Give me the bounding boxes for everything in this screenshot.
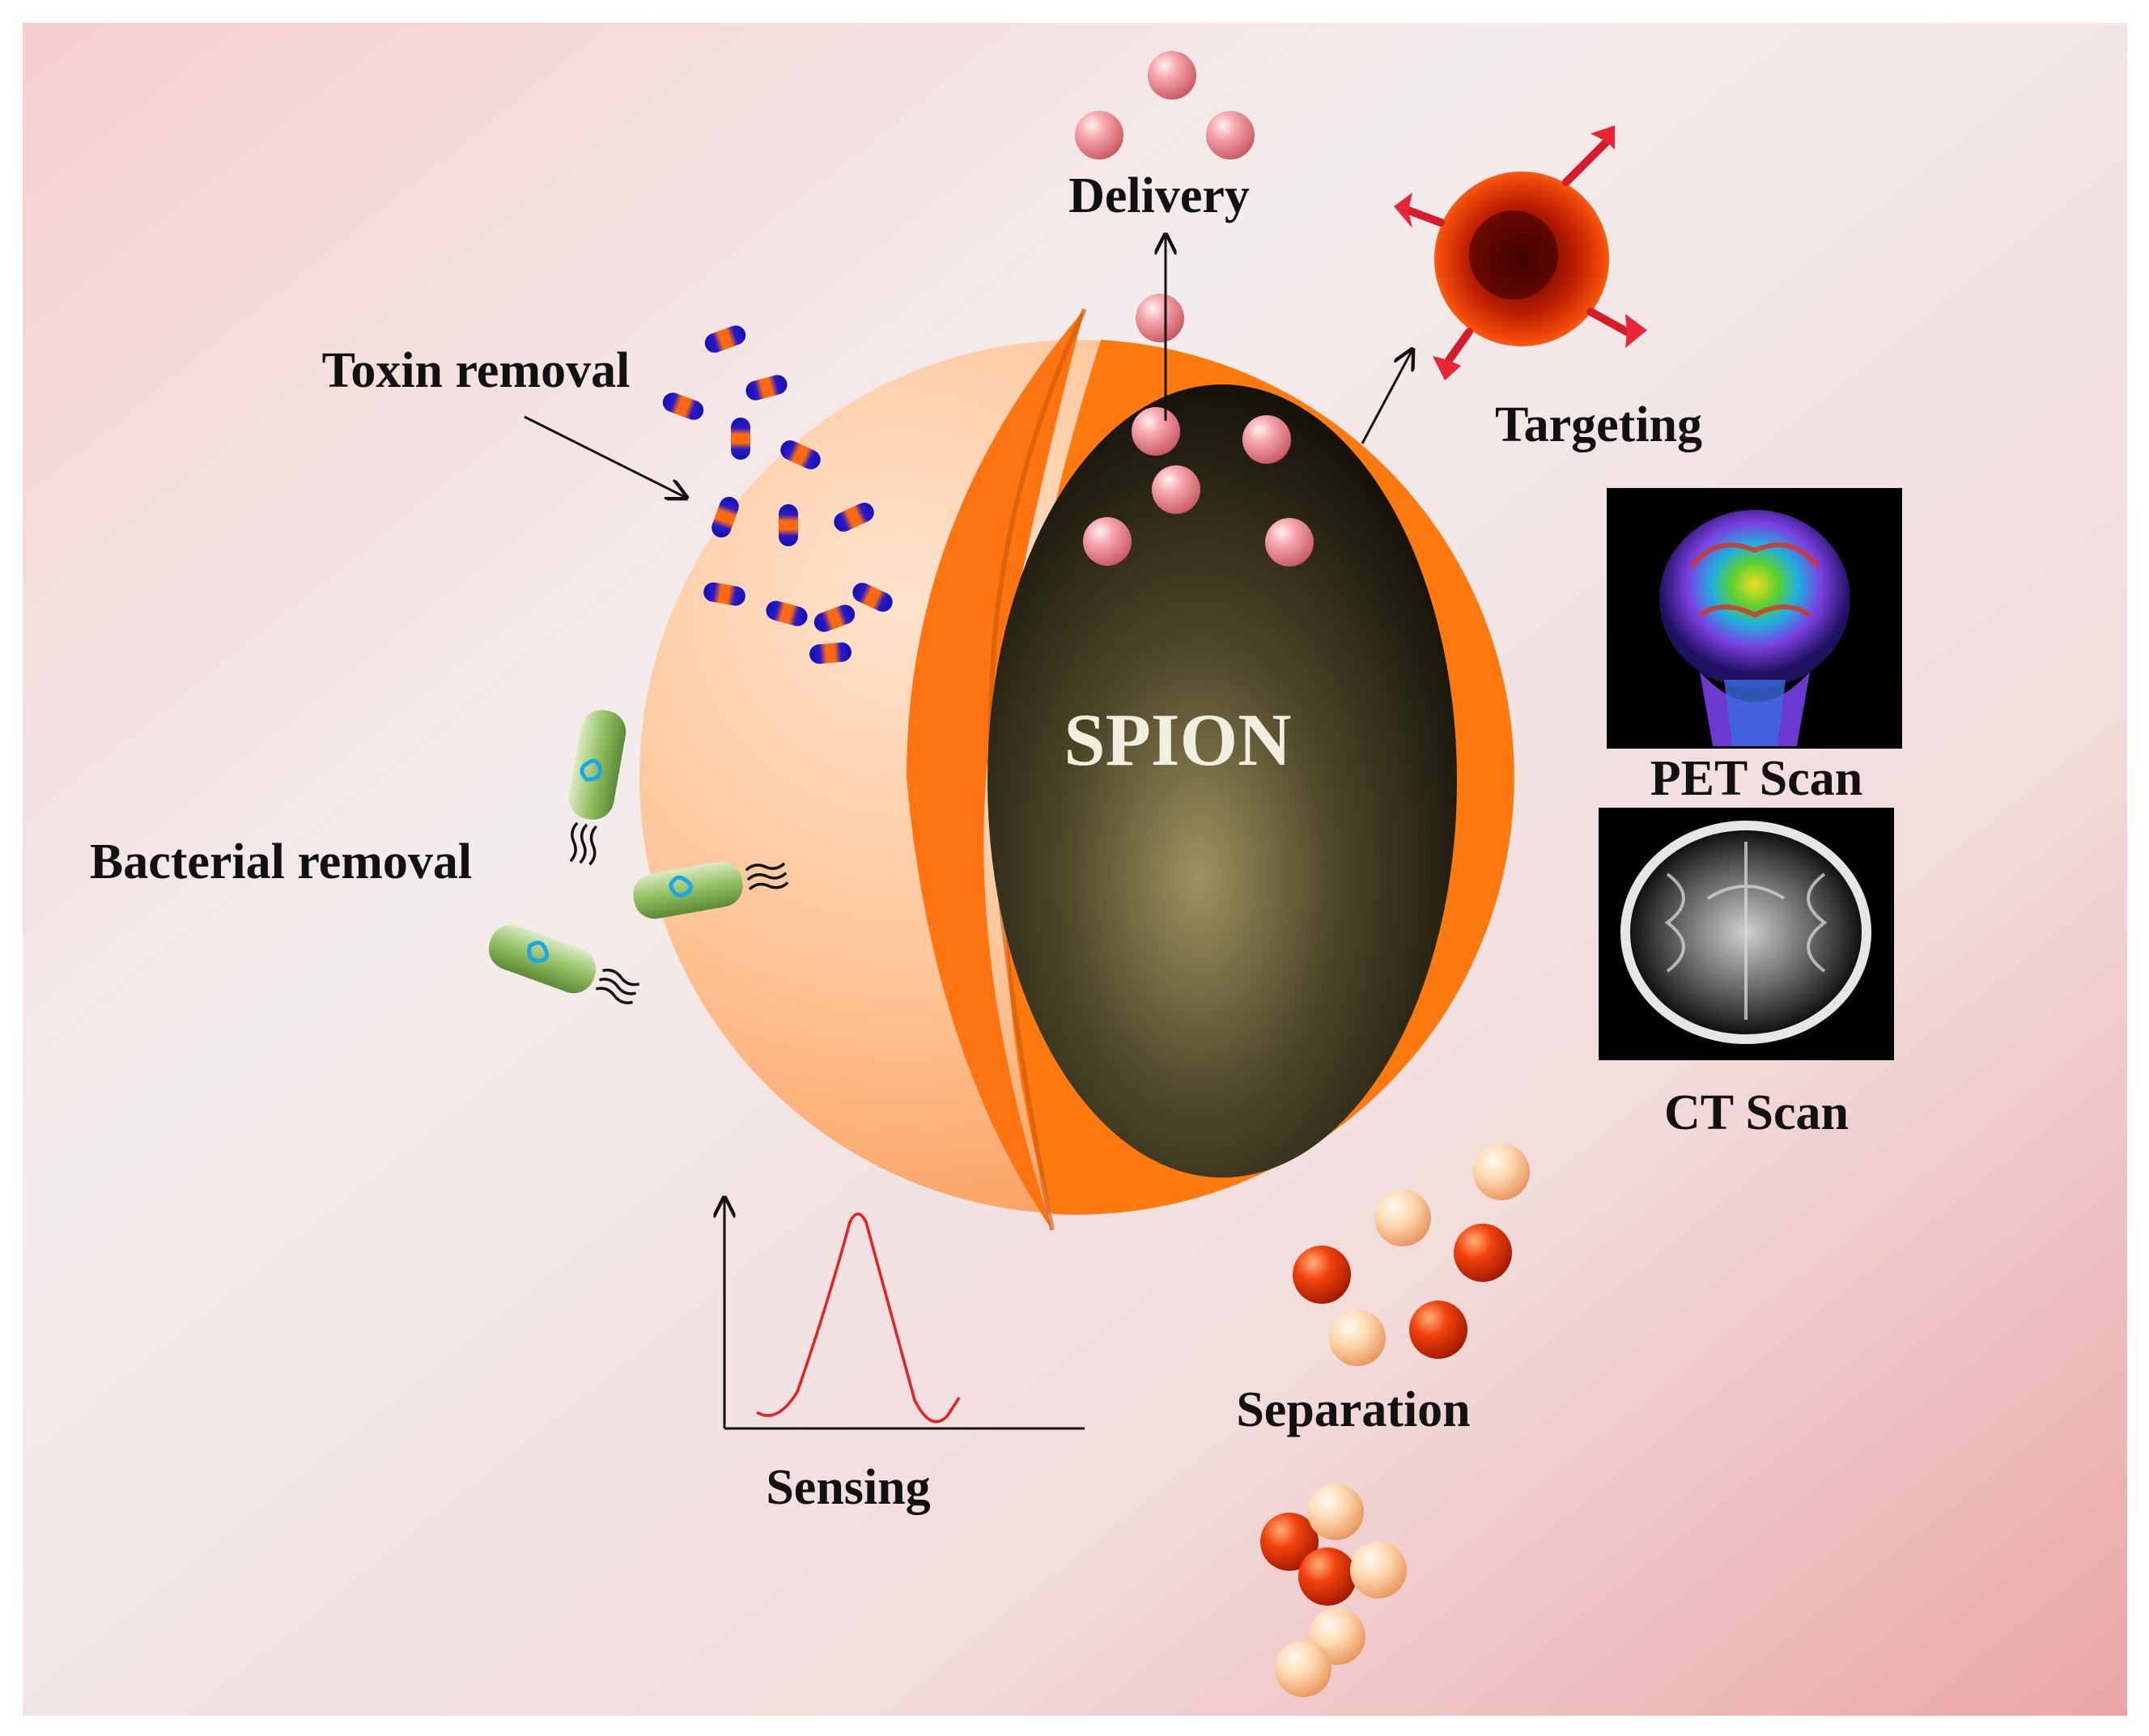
bacterial-removal-label: Bacterial removal bbox=[90, 834, 472, 889]
magnetic-particle-icon bbox=[1307, 1483, 1364, 1540]
shell-rim bbox=[907, 309, 1085, 1230]
magnetic-particle-icon bbox=[1298, 1547, 1357, 1606]
magnetic-particle-icon bbox=[1473, 1144, 1530, 1200]
delivery-label: Delivery bbox=[1068, 168, 1250, 223]
tumor-cell-icon bbox=[1394, 125, 1647, 380]
iron-oxide-core bbox=[987, 384, 1457, 1178]
magnetic-particle-icon bbox=[1454, 1224, 1512, 1282]
shell-rim-shadow bbox=[987, 308, 1087, 1231]
toxin-molecule-icon bbox=[809, 642, 852, 664]
bacterium-icon bbox=[568, 710, 626, 866]
toxin-molecule-icon bbox=[780, 440, 821, 469]
toxin-molecule-icon bbox=[779, 504, 798, 546]
magnetic-particle-icon bbox=[1350, 1542, 1407, 1598]
ct-scan-label: CT Scan bbox=[1664, 1085, 1849, 1140]
drug-particle-icon bbox=[1206, 111, 1255, 159]
drug-particle-icon bbox=[1242, 415, 1291, 464]
magnetic-particle-icon bbox=[1275, 1640, 1331, 1697]
toxin-molecule-icon bbox=[852, 583, 893, 612]
bacterium-icon bbox=[488, 924, 640, 1004]
separation-label: Separation bbox=[1236, 1382, 1470, 1437]
drug-particles bbox=[1075, 51, 1314, 567]
core-label: SPION bbox=[1064, 698, 1291, 781]
drug-particle-icon bbox=[1075, 111, 1123, 159]
targeting-arrow bbox=[1361, 350, 1412, 444]
bacterium-icon bbox=[633, 861, 789, 919]
sensing-label: Sensing bbox=[766, 1460, 930, 1515]
drug-particle-icon bbox=[1152, 465, 1200, 514]
sensing-curve bbox=[756, 1212, 961, 1424]
toxin-molecules bbox=[662, 325, 893, 664]
toxin-arrow bbox=[524, 415, 686, 498]
sensing-peak-graph bbox=[724, 1198, 1085, 1430]
magnetic-particle-icon bbox=[1409, 1301, 1467, 1359]
ct-brain-scan-image bbox=[1599, 808, 1894, 1060]
toxin-molecule-icon bbox=[703, 582, 745, 606]
drug-particle-icon bbox=[1083, 517, 1132, 566]
magnetic-particle-icon bbox=[1374, 1190, 1431, 1246]
toxin-removal-label: Toxin removal bbox=[322, 343, 631, 398]
pet-scan-label: PET Scan bbox=[1650, 751, 1862, 806]
magnetic-particle-icon bbox=[1329, 1309, 1386, 1366]
separation-particles-cluster bbox=[1260, 1483, 1407, 1697]
toxin-molecule-icon bbox=[662, 393, 704, 420]
toxin-molecule-icon bbox=[711, 496, 739, 538]
pet-brain-scan-image bbox=[1607, 488, 1902, 749]
drug-particle-icon bbox=[1132, 407, 1180, 456]
bacteria bbox=[488, 710, 789, 1004]
drug-particle-icon bbox=[1265, 518, 1314, 567]
targeting-label: Targeting bbox=[1495, 397, 1702, 452]
magnetic-particle-icon bbox=[1293, 1246, 1351, 1304]
toxin-molecule-icon bbox=[766, 601, 808, 626]
drug-particle-icon bbox=[1148, 51, 1196, 100]
toxin-molecule-icon bbox=[745, 375, 788, 401]
separation-particles-free bbox=[1293, 1144, 1530, 1366]
toxin-molecule-icon bbox=[731, 418, 750, 460]
toxin-molecule-icon bbox=[834, 503, 874, 532]
toxin-molecule-icon bbox=[813, 605, 856, 632]
toxin-molecule-icon bbox=[704, 325, 746, 353]
magnetic-particle-icon bbox=[1260, 1513, 1319, 1571]
drug-particle-icon bbox=[1136, 294, 1184, 342]
